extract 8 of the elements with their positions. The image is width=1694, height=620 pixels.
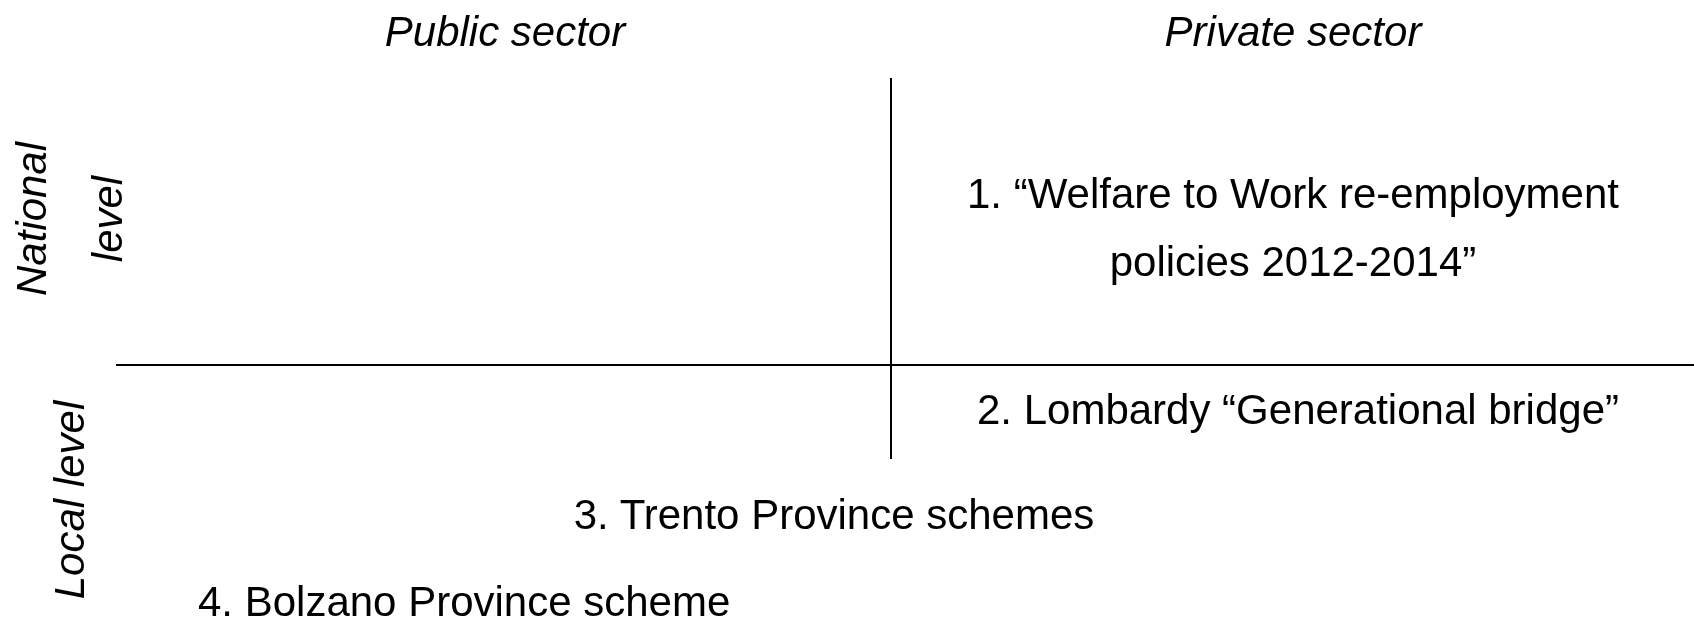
row-heading: Local level (45, 400, 94, 600)
item-text: 4. Bolzano Province scheme (198, 576, 732, 620)
row-heading: National level (7, 140, 132, 299)
item-text: 1. “Welfare to Work re-employment policies 2012-2014” (966, 169, 1620, 287)
item-text: 2. Lombardy “Generational bridge” (976, 384, 1620, 435)
column-heading: Public sector (383, 6, 628, 57)
column-heading: Private sector (1163, 6, 1424, 57)
item-text: 3. Trento Province schemes (572, 489, 1096, 540)
